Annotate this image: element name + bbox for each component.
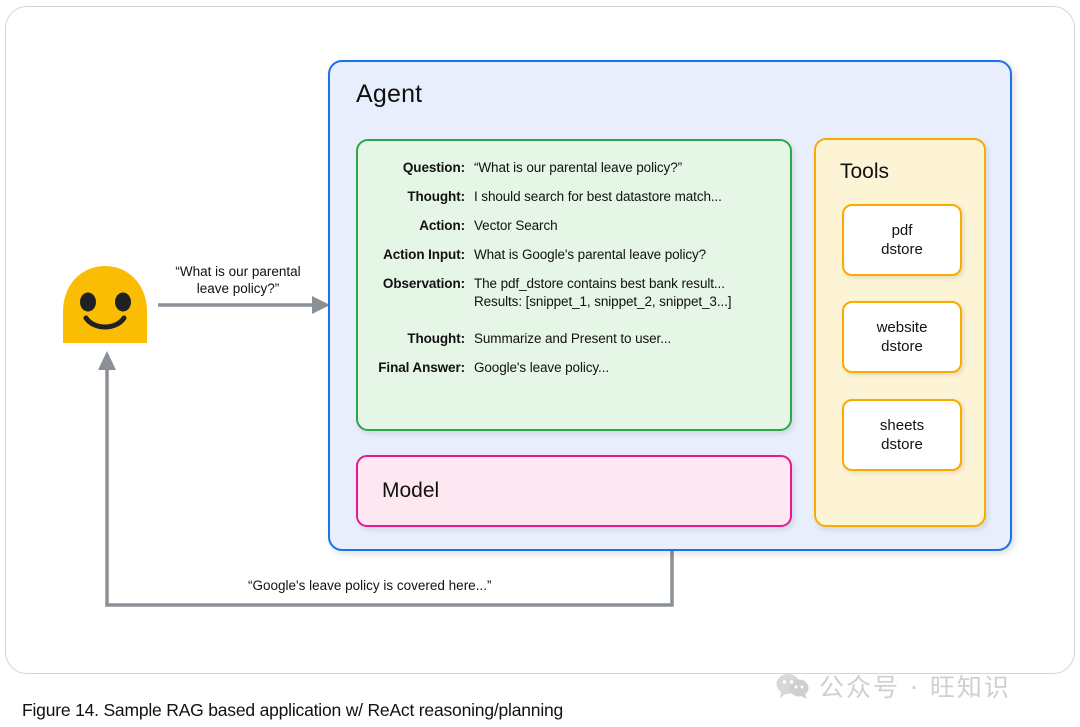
trace-value: What is Google's parental leave policy? (474, 247, 707, 262)
trace-row: Action Input: What is Google's parental … (358, 246, 790, 264)
trace-value: The pdf_dstore contains best bank result… (474, 275, 732, 311)
wechat-bubbles-icon (776, 674, 809, 699)
tool-card-line2: dstore (881, 436, 923, 453)
user-question-line1: “What is our parental (175, 264, 301, 279)
trace-value: “What is our parental leave policy?” (474, 160, 682, 175)
trace-label: Observation: (382, 276, 465, 291)
figure-caption: Figure 14. Sample RAG based application … (22, 700, 564, 720)
trace-value: Google's leave policy... (474, 360, 609, 375)
agent-response-label: “Google's leave policy is covered here..… (248, 578, 492, 593)
tool-card-line2: dstore (881, 338, 923, 355)
trace-label: Action Input: (383, 247, 465, 262)
trace-row: Observation: The pdf_dstore contains bes… (358, 275, 790, 311)
tool-card-pdf-dstore[interactable]: pdf dstore (842, 204, 962, 276)
tools-panel: Tools pdf dstore website dstore sheets d… (814, 138, 986, 527)
trace-label: Action: (419, 218, 465, 233)
trace-row: Question: “What is our parental leave po… (358, 159, 790, 177)
user-question-line2: leave policy?” (196, 281, 280, 296)
trace-row: Action: Vector Search (358, 217, 790, 235)
trace-row: Thought: I should search for best datast… (358, 188, 790, 206)
trace-value: Vector Search (474, 218, 558, 233)
watermark-text: 公众号 · 旺知识 (819, 673, 1011, 702)
model-title: Model (382, 479, 440, 502)
user-question-label: “What is our parental leave policy?” (158, 263, 318, 297)
watermark: 公众号 · 旺知识 (776, 668, 1011, 704)
trace-value-line1: The pdf_dstore contains best bank result… (474, 276, 725, 291)
model-box: Model (356, 455, 792, 527)
tools-title: Tools (840, 160, 890, 183)
trace-label: Thought: (407, 189, 465, 204)
tool-card-line1: sheets (879, 417, 925, 434)
react-trace-box: Question: “What is our parental leave po… (356, 139, 792, 431)
tool-card-line2: dstore (881, 241, 923, 258)
tool-card-website-dstore[interactable]: website dstore (842, 301, 962, 373)
trace-row: Final Answer: Google's leave policy... (358, 359, 790, 377)
tool-card-sheets-dstore[interactable]: sheets dstore (842, 399, 962, 471)
trace-label: Final Answer: (378, 360, 465, 375)
trace-value-line2: Results: [snippet_1, snippet_2, snippet_… (474, 294, 732, 309)
agent-title: Agent (356, 80, 423, 108)
tool-card-line1: website (876, 319, 928, 336)
trace-row: Thought: Summarize and Present to user..… (358, 330, 790, 348)
trace-value: I should search for best datastore match… (474, 189, 722, 204)
tool-card-line1: pdf (891, 222, 913, 239)
trace-label: Thought: (407, 331, 465, 346)
trace-value: Summarize and Present to user... (474, 331, 672, 346)
react-trace-rows: Question: “What is our parental leave po… (358, 159, 790, 388)
trace-label: Question: (402, 160, 465, 175)
